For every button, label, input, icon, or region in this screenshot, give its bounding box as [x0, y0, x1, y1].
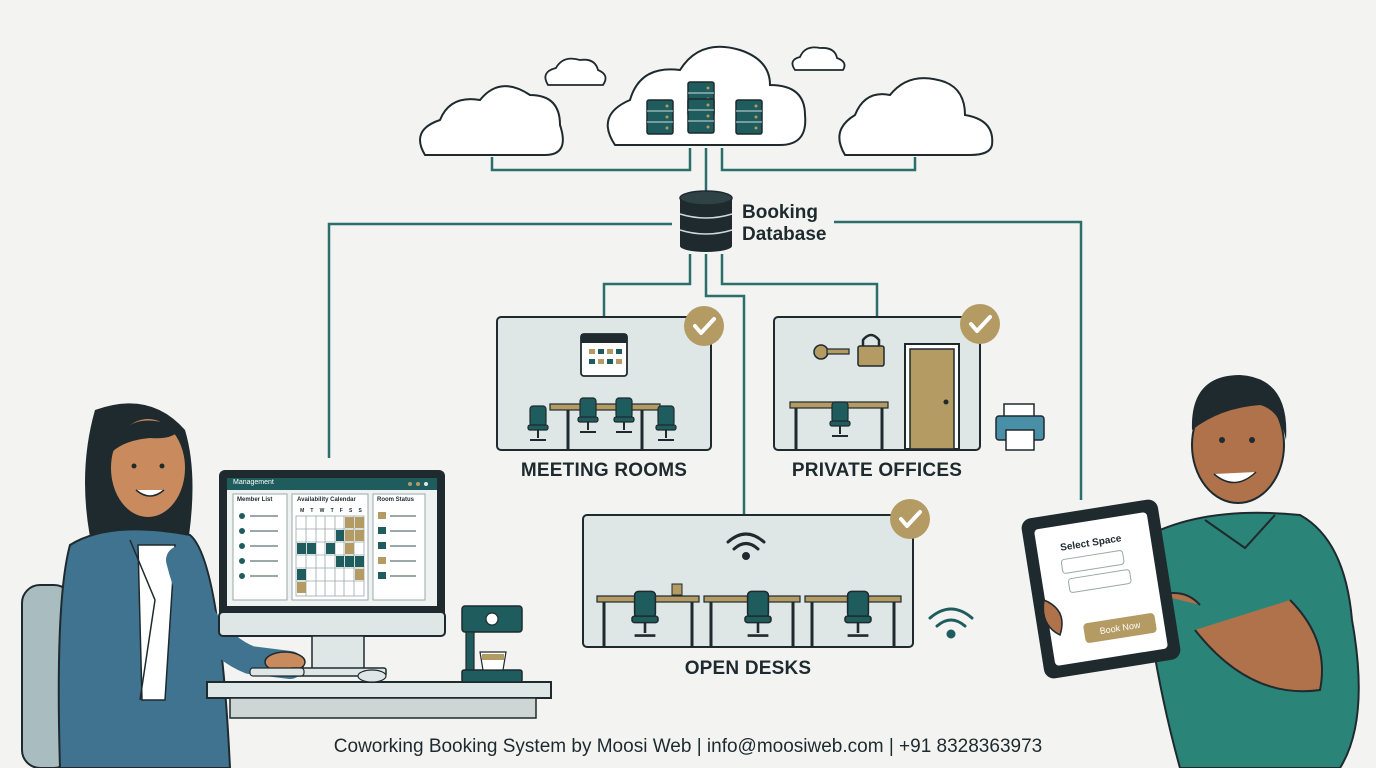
coffee-machine-icon: [461, 605, 523, 683]
private-offices-label: PRIVATE OFFICES: [791, 460, 963, 481]
printer-icon: [995, 403, 1045, 451]
weekday: T: [330, 508, 334, 514]
availability-grid: [295, 515, 365, 597]
tablet-device: [1021, 499, 1181, 679]
open-desks-label: OPEN DESKS: [684, 658, 812, 679]
calendar-weekdays: M T W T F S S: [297, 508, 365, 514]
weekday: S: [358, 508, 362, 514]
calendar-icon: [580, 333, 628, 377]
room-status-header: Room Status: [377, 497, 415, 503]
private-offices-panel: [773, 302, 1002, 451]
mouse: [357, 669, 387, 683]
weekday: F: [339, 508, 343, 514]
weekday: T: [310, 508, 314, 514]
meeting-rooms-label: MEETING ROOMS: [520, 460, 688, 481]
monitor-title: Management: [233, 479, 274, 486]
admin-desk: [206, 470, 552, 719]
available-check-icon: [958, 302, 1002, 346]
weekday: W: [319, 508, 325, 514]
lock-icon: [857, 333, 885, 367]
available-check-icon: [682, 304, 726, 348]
cloud-small-2: [791, 46, 846, 71]
weekday: M: [300, 508, 305, 514]
keyboard: [249, 667, 305, 677]
database-label-line2: Database: [742, 224, 827, 245]
network-lines: [327, 220, 1083, 514]
woman-admin: [21, 403, 306, 768]
door-icon: [904, 343, 960, 450]
footer-credit: Coworking Booking System by Moosi Web | …: [333, 736, 1043, 757]
wifi-icon: [928, 607, 974, 639]
database-icon: [679, 190, 733, 252]
wifi-icon: [726, 532, 766, 560]
member-list-header: Member List: [237, 497, 273, 503]
cloud-connectors: [490, 148, 917, 192]
man-with-tablet: [1138, 375, 1360, 768]
key-icon: [813, 344, 850, 360]
database-label: Booking Database: [742, 202, 827, 246]
cloud-left: [419, 85, 564, 156]
computer-monitor: [218, 470, 446, 677]
availability-calendar-header: Availability Calendar: [297, 497, 356, 503]
database-label-line1: Booking: [742, 202, 818, 223]
meeting-rooms-panel: [496, 304, 726, 451]
cloud-right: [838, 77, 994, 156]
open-desks-panel: [582, 497, 932, 648]
cloud-small-1: [544, 57, 607, 86]
available-check-icon: [888, 497, 932, 541]
weekday: S: [349, 508, 353, 514]
